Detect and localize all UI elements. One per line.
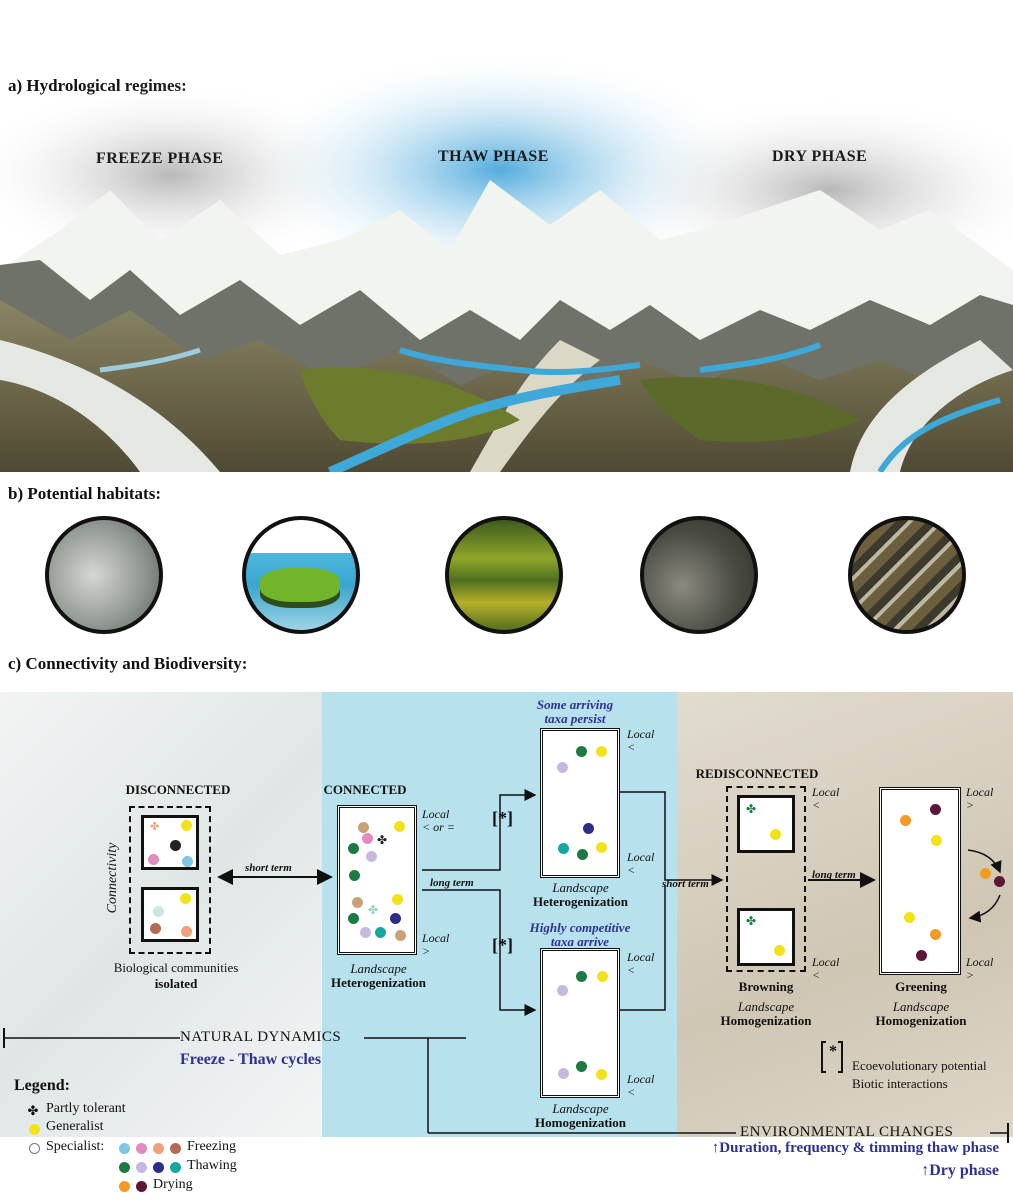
habitat-sediment-circle — [848, 516, 966, 634]
greening-local-bottom: Local> — [966, 955, 994, 982]
legend-partly: Partly tolerant — [46, 1101, 126, 1116]
rediscon-box-bottom — [737, 908, 795, 966]
freezing-dot-2 — [136, 1143, 147, 1154]
persist-local-top: Local< — [627, 727, 655, 754]
legend-drying: Drying — [153, 1177, 193, 1192]
legend-title: Legend: — [14, 1077, 70, 1094]
arrive-local-bottom: Local< — [627, 1072, 655, 1099]
browning-caption-homogenization: Homogenization — [720, 1013, 812, 1028]
thaw-phase-label: THAW PHASE — [438, 148, 549, 165]
habitat-rock-circle — [640, 516, 758, 634]
thawing-dot-3 — [153, 1162, 164, 1173]
disconnected-caption: Biological communities — [113, 960, 239, 975]
generalist-dot — [29, 1124, 40, 1135]
connected-title: CONNECTED — [323, 782, 407, 797]
connected-local-top: Local< or = — [422, 807, 455, 834]
connected-local-bottom: Local> — [422, 931, 450, 958]
freezing-dot-1 — [119, 1143, 130, 1154]
ecoevo-line1: Ecoevolutionary potential — [852, 1058, 987, 1073]
habitat-water-circle — [242, 516, 360, 634]
arrive-caption-homogenization: Homogenization — [535, 1115, 626, 1130]
greening-box — [879, 787, 961, 975]
rediscon-title: REDISCONNECTED — [695, 766, 819, 781]
natural-dynamics-title: NATURAL DYNAMICS — [180, 1029, 342, 1045]
thawing-dot-4 — [170, 1162, 181, 1173]
arrive-caption-landscape: Landscape — [552, 1101, 609, 1116]
rediscon-local-bottom: Local< — [812, 955, 840, 982]
mountain-landscape-illustration — [0, 50, 1013, 472]
env-changes-line2: ↑Dry phase — [921, 1162, 999, 1179]
freezing-dot-3 — [153, 1143, 164, 1154]
legend-generalist: Generalist — [46, 1119, 104, 1134]
dry-phase-label: DRY PHASE — [772, 148, 868, 165]
browning-caption-landscape: Landscape — [737, 999, 795, 1014]
short-term-label-2: short term — [662, 878, 709, 890]
ecoevo-bracket-lower: [*] — [492, 935, 513, 955]
specialist-dot — [29, 1143, 40, 1154]
legend-thawing: Thawing — [187, 1158, 237, 1173]
habitat-ice-circle — [45, 516, 163, 634]
disconnected-caption-isolated: isolated — [154, 976, 198, 991]
ecoevo-bracket-upper: [*] — [492, 808, 513, 828]
env-changes-line1: ↑Duration, frequency & timming thaw phas… — [711, 1140, 999, 1156]
disconnected-title: DISCONNECTED — [125, 782, 231, 797]
ecoevo-star: * — [829, 1043, 837, 1060]
section-c-title: c) Connectivity and Biodiversity: — [8, 654, 248, 673]
short-term-label-1: short term — [245, 862, 292, 874]
persist-caption-heterogenization: Heterogenization — [532, 894, 629, 909]
connected-caption-landscape: Landscape — [350, 961, 407, 976]
drying-dot-1 — [119, 1181, 130, 1192]
browning-label: Browning — [738, 979, 794, 994]
greening-label: Greening — [895, 979, 947, 994]
ecoevo-line2: Biotic interactions — [852, 1076, 948, 1091]
connected-caption-heterogenization: Heterogenization — [330, 975, 427, 990]
freezing-dot-4 — [170, 1143, 181, 1154]
env-changes-title: ENVIRONMENTAL CHANGES — [740, 1124, 954, 1140]
legend-specialist: Specialist: — [46, 1139, 105, 1154]
rediscon-box-top — [737, 795, 795, 853]
greening-caption-landscape: Landscape — [892, 999, 950, 1014]
rediscon-local-top: Local< — [812, 785, 840, 812]
disconnected-group — [129, 806, 211, 954]
long-term-label-2: long term — [812, 869, 856, 881]
rediscon-group — [726, 786, 806, 972]
section-b-title: b) Potential habitats: — [8, 484, 161, 503]
legend-freezing: Freezing — [187, 1139, 236, 1154]
persist-local-bottom: Local< — [627, 850, 655, 877]
arrive-local-top: Local< — [627, 950, 655, 977]
greening-caption-homogenization: Homogenization — [875, 1013, 967, 1028]
freeze-phase-label: FREEZE PHASE — [96, 150, 224, 167]
long-term-label-1: long term — [430, 877, 474, 889]
drying-dot-2 — [136, 1181, 147, 1192]
persist-caption-landscape: Landscape — [552, 880, 609, 895]
habitat-moss-circle — [445, 516, 563, 634]
thawing-dot-2 — [136, 1162, 147, 1173]
natural-dynamics-subtitle: Freeze - Thaw cycles — [180, 1051, 322, 1068]
connectivity-arrows — [3, 789, 1009, 1143]
thawing-dot-1 — [119, 1162, 130, 1173]
partly-tolerant-icon: ✤ — [27, 1103, 39, 1118]
greening-local-top: Local> — [966, 785, 994, 812]
